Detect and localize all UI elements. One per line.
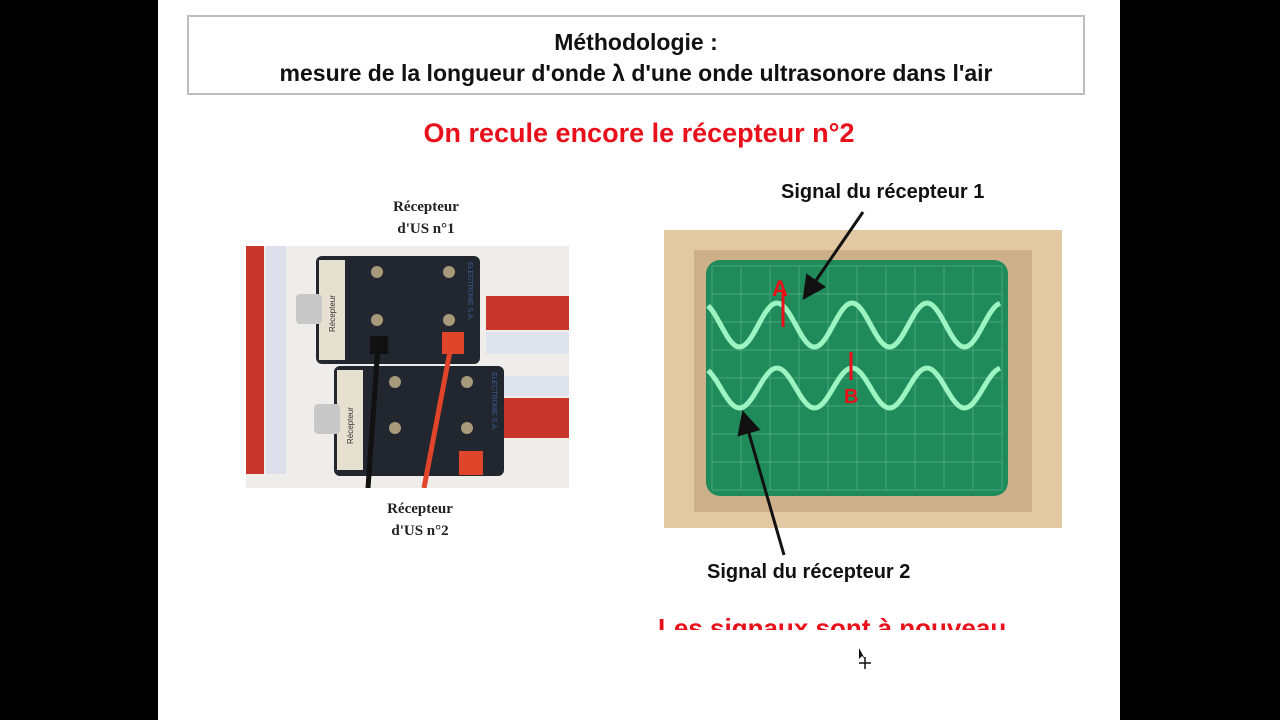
oscilloscope: A B (664, 230, 1062, 528)
arrow-signal2 (737, 410, 786, 556)
receiver1-label: Récepteur d'US n°1 (366, 196, 486, 240)
title-line-2: mesure de la longueur d'onde λ d'une ond… (279, 60, 993, 86)
signal2-label: Signal du récepteur 2 (707, 561, 911, 583)
signal1-trace (706, 300, 1002, 350)
receiver1-label-line1: Récepteur (393, 199, 459, 215)
bottom-text: Les signaux sont à nouveau (658, 613, 1007, 630)
signal2-trace (706, 365, 1001, 411)
receivers-photo: Récepteur ELECTROME S.A. Récepteur ELECT… (246, 246, 569, 488)
receiver2-label: Récepteur d'US n°2 (360, 498, 480, 542)
receiver-1: Récepteur ELECTROME S.A. (296, 256, 480, 364)
scope-grid (711, 265, 1003, 491)
receiver2-label-line2: d'US n°2 (391, 523, 449, 539)
receiver1-label-line2: d'US n°1 (397, 221, 455, 237)
receiver2-device-text: Récepteur (346, 407, 355, 444)
annotation-arrows (737, 211, 865, 556)
slide: Méthodologie : mesure de la longueur d'o… (158, 0, 1120, 720)
title-line-1: Méthodologie : (554, 29, 718, 55)
move-cursor-icon (859, 648, 871, 669)
receiver2-label-line1: Récepteur (387, 501, 453, 517)
receiver2-brand-text: ELECTROME S.A. (490, 372, 497, 431)
receiver1-device-text: Récepteur (328, 295, 337, 332)
signal1-label: Signal du récepteur 1 (781, 181, 985, 203)
receiver1-brand-text: ELECTROME S.A. (466, 262, 473, 321)
marker-a: A (772, 276, 788, 301)
arrow-signal1 (802, 211, 865, 300)
marker-b: B (844, 386, 858, 408)
subtitle: On recule encore le récepteur n°2 (423, 118, 855, 148)
title-box: Méthodologie : mesure de la longueur d'o… (187, 15, 1085, 95)
